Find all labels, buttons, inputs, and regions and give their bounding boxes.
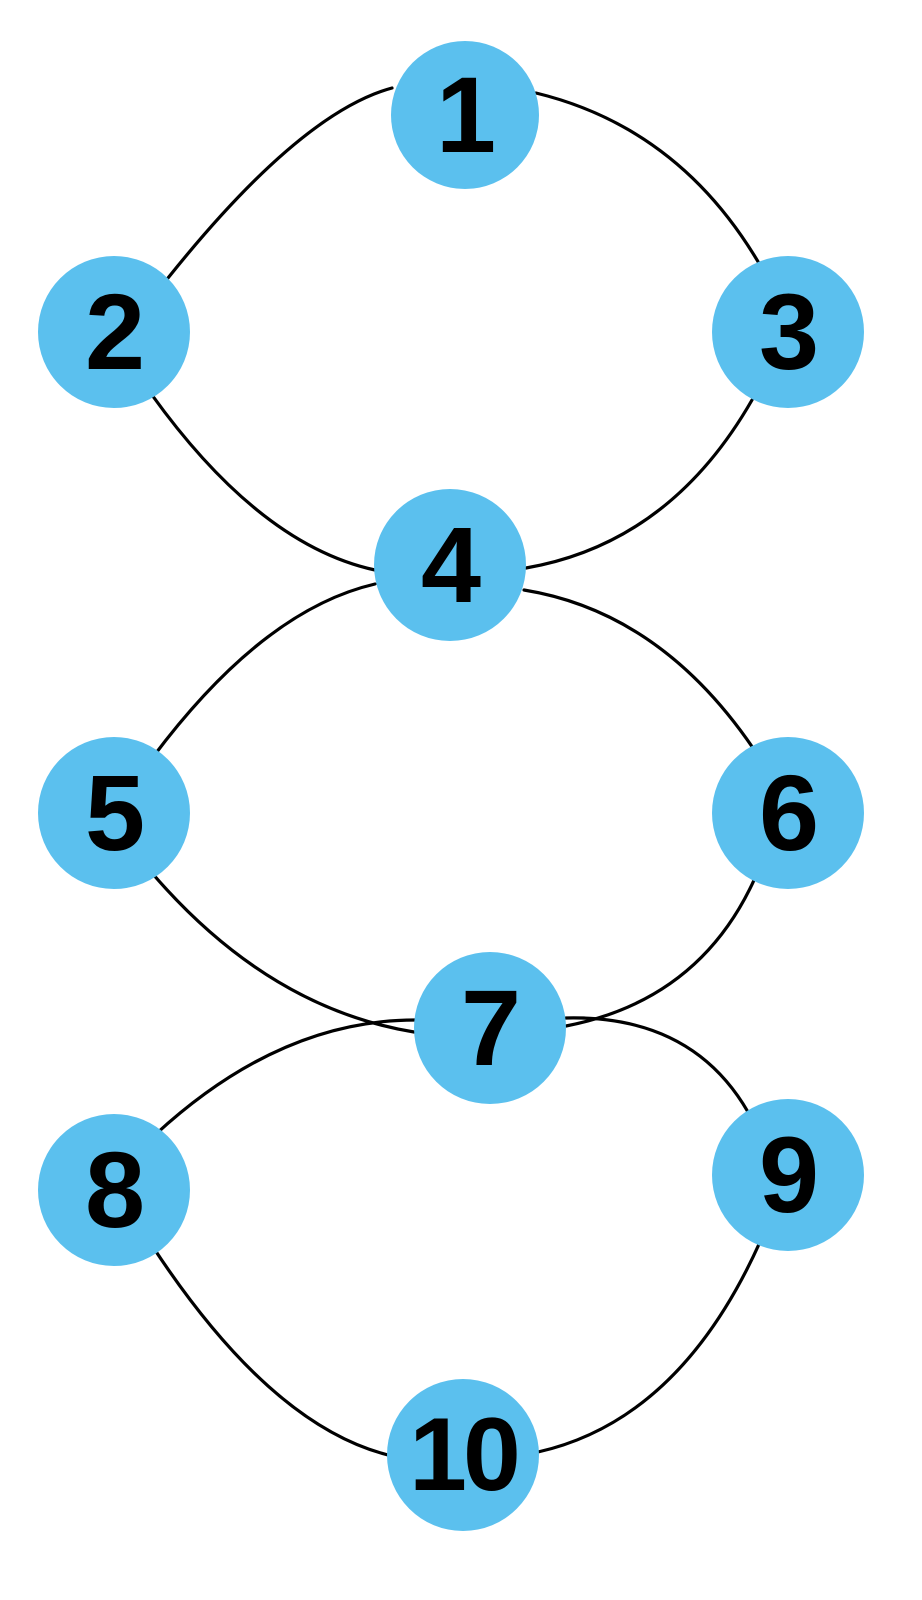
graph-node-5[interactable]: 5 [38, 737, 190, 889]
graph-node-label: 3 [758, 271, 819, 392]
graph-edge-10-9 [536, 1240, 762, 1454]
graph-node-4[interactable]: 4 [374, 489, 526, 641]
graph-node-label: 9 [758, 1114, 819, 1235]
graph-edge-8-7 [154, 1018, 417, 1136]
graph-node-label: 5 [84, 752, 145, 873]
graph-edge-7-9 [564, 1016, 750, 1114]
graph-edge-5-4 [151, 582, 377, 759]
graph-node-label: 10 [409, 1397, 521, 1513]
graph-node-label: 6 [758, 752, 819, 873]
graph-edge-2-4 [150, 393, 377, 572]
graph-node-label: 4 [420, 504, 481, 625]
graph-node-8[interactable]: 8 [38, 1114, 190, 1266]
graph-node-2[interactable]: 2 [38, 256, 190, 408]
graph-node-3[interactable]: 3 [712, 256, 864, 408]
graph-edge-2-1 [166, 86, 394, 280]
graph-node-label: 7 [460, 967, 521, 1088]
graph-edge-4-3 [524, 398, 754, 570]
graph-node-label: 8 [84, 1129, 145, 1250]
graph-node-10[interactable]: 10 [387, 1379, 539, 1531]
graph-edge-1-3 [534, 91, 762, 267]
graph-node-label: 1 [435, 54, 496, 175]
graph-edge-8-10 [151, 1245, 390, 1457]
graph-node-1[interactable]: 1 [391, 41, 539, 189]
graph-node-9[interactable]: 9 [712, 1099, 864, 1251]
graph-node-7[interactable]: 7 [414, 952, 566, 1104]
graph-edge-4-6 [522, 588, 755, 750]
graph-node-6[interactable]: 6 [712, 737, 864, 889]
graph-node-label: 2 [84, 271, 145, 392]
